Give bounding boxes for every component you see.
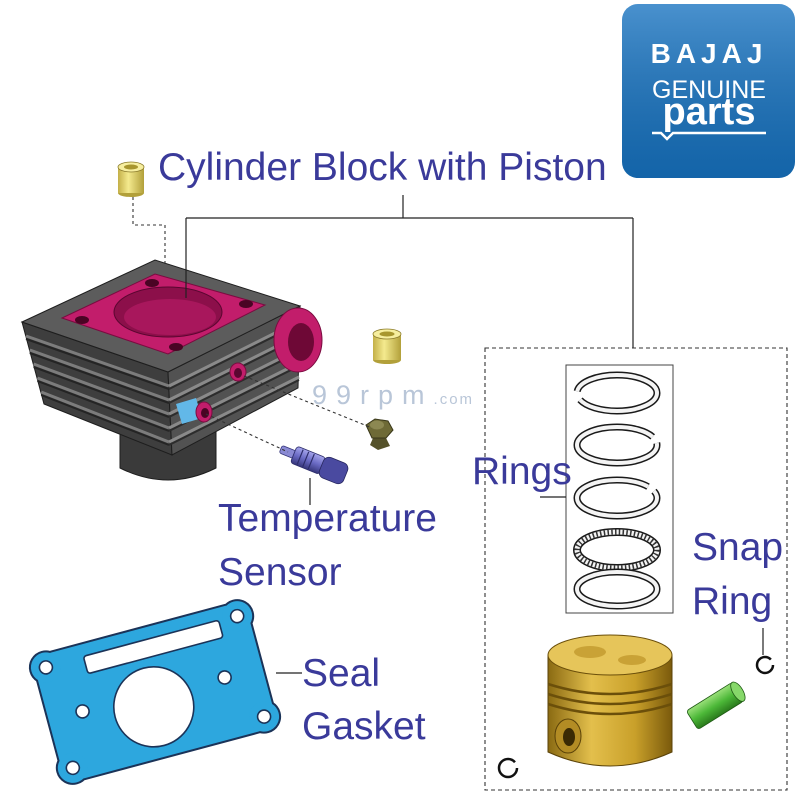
piston-valve-relief-right (618, 655, 646, 665)
plug-bolt (365, 418, 394, 450)
rings-box (565, 364, 674, 614)
ring-face (575, 425, 659, 465)
pin-end (730, 681, 746, 702)
piston-assembly-box (484, 347, 788, 791)
label-rings: Rings (472, 450, 572, 493)
logo-parts: parts (663, 91, 756, 133)
cylinder-bore-inner (124, 299, 216, 335)
logo-underline-arrow (652, 131, 766, 141)
gasket-bolt-hole (65, 760, 81, 776)
bushing-assembly-line (132, 197, 166, 266)
piston-pin (687, 681, 746, 729)
gasket-bolt-hole (229, 608, 245, 624)
intake-port-opening (288, 323, 314, 361)
label-temperature-sensor-line2: Sensor (218, 551, 342, 594)
second-compression-ring (573, 423, 661, 467)
piston-pin-hole (563, 728, 575, 746)
stud-hole-left (75, 316, 89, 324)
ring-coil-texture (574, 529, 660, 571)
sensor-thread-bands (296, 449, 315, 470)
bolt-assembly-line (243, 375, 373, 429)
snap-ring-right (755, 655, 775, 675)
label-snap-ring-line2: Ring (692, 580, 772, 623)
oil-ring-rail-lower (573, 568, 661, 610)
bushing-hole (379, 331, 395, 337)
dowel-bushing-side (372, 328, 402, 364)
watermark: 99rpm.com (312, 380, 474, 410)
stud-hole-front (169, 343, 183, 351)
sensor-connector (318, 456, 349, 485)
label-cylinder-block: Cylinder Block with Piston (158, 146, 607, 189)
logo-genuine: GENUINE (652, 76, 766, 104)
piston-rings (573, 371, 661, 610)
stud-hole-rear (145, 279, 159, 287)
watermark-main: 99rpm (312, 380, 434, 410)
label-temperature-sensor-line1: Temperature (218, 497, 437, 540)
logo-brand: BAJAJ (651, 38, 768, 69)
gasket-bolt-hole (75, 704, 90, 719)
label-seal-gasket-line1: Seal (302, 652, 380, 695)
gasket-bolt-hole (38, 660, 54, 675)
bolt-shank (370, 438, 390, 450)
cooling-fins-left (25, 334, 170, 444)
gasket-bolt-hole (256, 709, 272, 724)
logo-sheen (622, 4, 795, 178)
piston-valve-relief-left (574, 646, 606, 658)
stud-hole-right (239, 300, 253, 308)
watermark-suffix: .com (434, 391, 475, 408)
piston-crown (547, 634, 673, 676)
bajaj-genuine-parts-logo: BAJAJ GENUINE parts (622, 4, 795, 178)
gasket-slot (83, 619, 224, 674)
sensor-assembly-line (205, 413, 289, 453)
sensor-port-highlight (176, 398, 202, 424)
ring-face (575, 373, 659, 413)
snap-ring-left (497, 757, 519, 779)
temperature-sensor (279, 445, 349, 485)
oil-ring-expander (573, 528, 661, 572)
piston (547, 634, 673, 767)
label-seal-gasket-line2: Gasket (302, 705, 426, 748)
bolt-head-face (370, 420, 384, 430)
gasket-bolt-hole (217, 670, 232, 685)
cooling-fins-left-shadow (25, 338, 170, 446)
side-boss-hole (234, 368, 242, 378)
label-snap-ring-line1: Snap (692, 526, 783, 569)
cylinder-block-bracket (185, 195, 634, 348)
sensor-port-hole (201, 408, 209, 418)
dowel-bushing-top (117, 161, 145, 197)
gasket-holes (38, 608, 272, 776)
top-compression-ring (573, 371, 661, 415)
seal-gasket (28, 599, 282, 785)
ring-face (575, 478, 659, 518)
gasket-bore (112, 666, 195, 748)
oil-ring-rail-upper (573, 476, 661, 520)
cylinder-block (20, 259, 323, 481)
ring-face (575, 570, 659, 608)
piston-ring-grooves (547, 682, 673, 716)
bushing-hole (124, 164, 138, 170)
